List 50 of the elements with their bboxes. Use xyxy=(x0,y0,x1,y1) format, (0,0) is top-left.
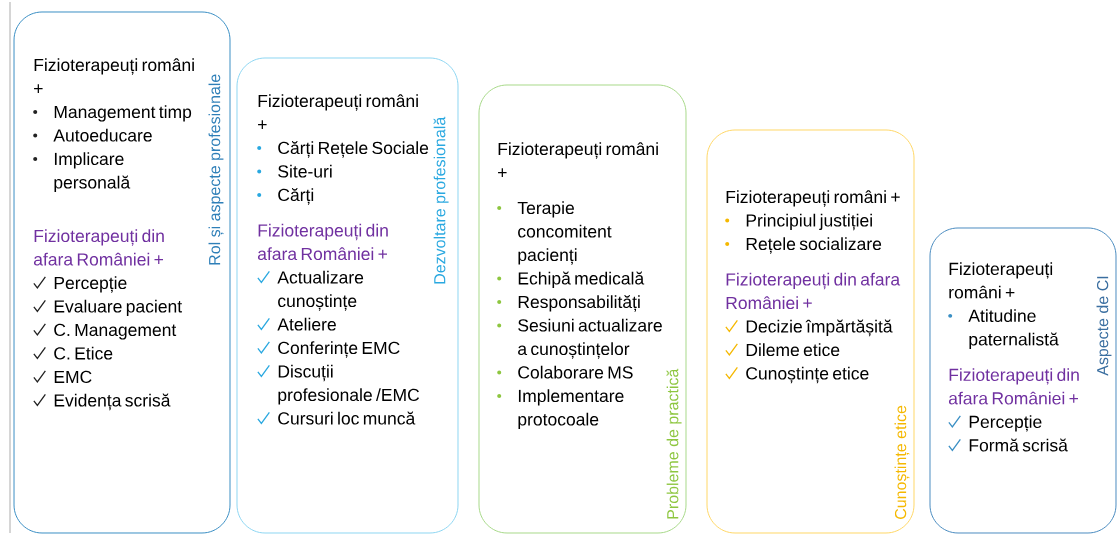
check-item: EMC xyxy=(33,370,92,384)
bullet-item: Site-uri xyxy=(257,164,332,178)
check-item: Evidența scrisă xyxy=(33,393,171,411)
check-item: Percepție xyxy=(948,415,1042,432)
card-title: Dezvoltare profesională xyxy=(433,116,449,284)
group-heading: Fizioterapeuți români + xyxy=(726,190,900,207)
group-heading: Fizioterapeuți din afara României + xyxy=(948,368,1079,405)
check-item: Ateliere xyxy=(257,317,336,331)
bullet-item: Implementare protocoale xyxy=(497,389,624,430)
check-item: Formă scrisă xyxy=(948,438,1068,452)
category-card xyxy=(706,129,915,534)
bullet-item: Atitudine paternalistă xyxy=(948,309,1059,349)
bullet-item: Rețele socializare xyxy=(725,237,882,254)
bullet-item: Management timp xyxy=(33,105,192,122)
card-title: Cunoștințe etice xyxy=(894,405,910,519)
bullet-item: Colaborare MS xyxy=(497,365,633,379)
category-card xyxy=(13,11,231,534)
category-card xyxy=(236,57,459,534)
check-item: Decizie împărtășită xyxy=(725,319,893,337)
bullet-item: Terapie concomitent pacienți xyxy=(497,201,612,265)
check-item: Discuții profesionale /EMC xyxy=(257,364,420,405)
check-item: C. Management xyxy=(33,323,177,340)
group-heading: Fizioterapeuți români + xyxy=(34,58,194,93)
group-heading: Fizioterapeuți din afara României + xyxy=(257,223,388,261)
bullet-item: Cărți Rețele Sociale xyxy=(257,141,429,158)
group-heading: Fizioterapeuți români + xyxy=(949,262,1053,299)
check-item: Conferințe EMC xyxy=(257,341,400,358)
group-heading: Fizioterapeuți români + xyxy=(258,94,418,129)
check-item: Cursuri loc muncă xyxy=(257,411,416,425)
category-card xyxy=(929,227,1117,534)
group-heading: Fizioterapeuți din afara României + xyxy=(33,229,164,266)
check-item: Dileme etice xyxy=(725,343,840,357)
card-title: Probleme de practică xyxy=(666,368,682,519)
bullet-item: Implicare personală xyxy=(33,152,131,193)
card-title: Aspecte de CI xyxy=(1096,276,1112,376)
check-item: Actualizare cunoștințe xyxy=(257,270,364,311)
check-item: Cunoștințe etice xyxy=(725,366,869,384)
check-item: C. Etice xyxy=(33,346,113,360)
bullet-item: Cărți xyxy=(257,188,314,205)
check-item: Evaluare pacient xyxy=(33,299,182,317)
bullet-item: Sesiuni actualizare a cunoștințelor xyxy=(497,318,662,359)
check-item: Percepție xyxy=(33,276,127,293)
group-heading: Fizioterapeuți români + xyxy=(498,142,658,177)
group-heading: Fizioterapeuți din afara României + xyxy=(726,272,901,310)
bullet-item: Responsabilități xyxy=(497,295,640,312)
category-card xyxy=(478,84,687,534)
bullet-item: Principiul justiției xyxy=(725,213,872,231)
bullet-item: Autoeducare xyxy=(33,128,152,142)
bullet-item: Echipă medicală xyxy=(497,271,645,289)
card-title: Rol și aspecte profesionale xyxy=(208,74,224,265)
